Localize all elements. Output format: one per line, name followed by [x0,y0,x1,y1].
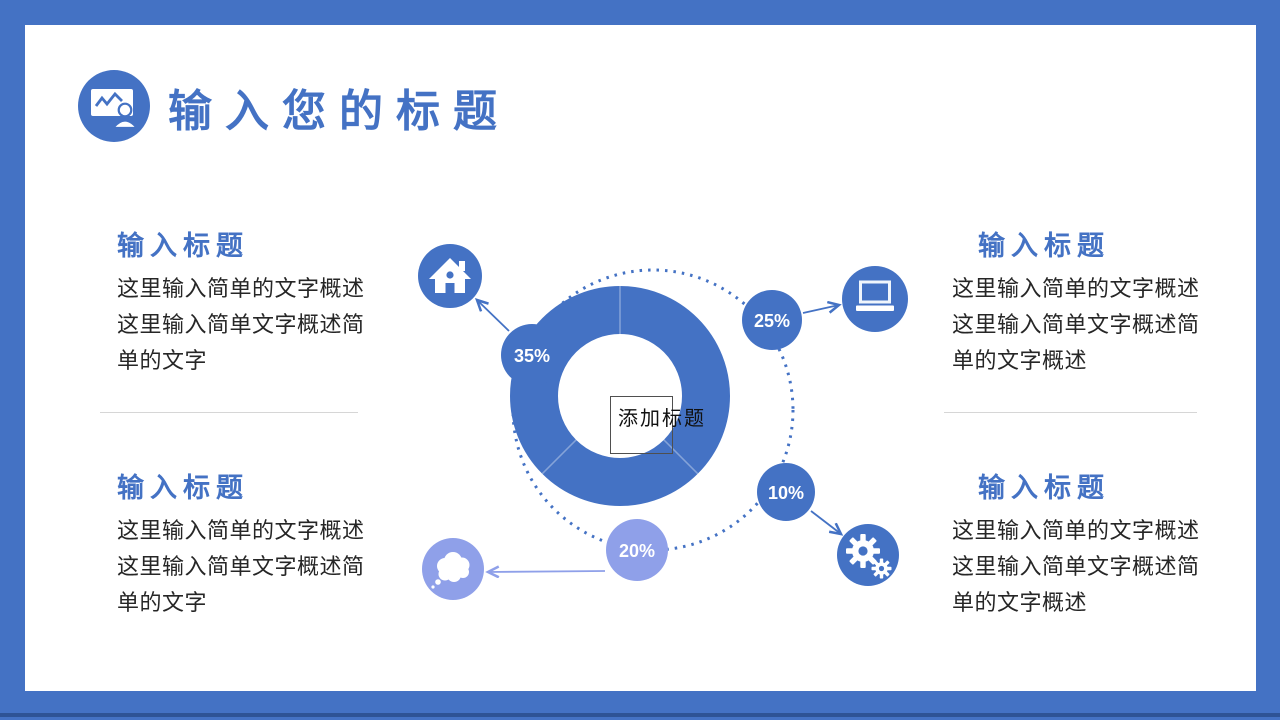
block-heading: 输入标题 [117,231,249,261]
donut-center-label: 添加标题 [618,408,706,430]
block-heading: 输入标题 [117,473,249,503]
text-block-top-right: 输入标题 这里输入简单的文字概述 这里输入简单文字概述简 单的文字概述 [952,227,1237,379]
segment-bubble-35 [501,324,563,386]
segment-bubble-25 [742,290,802,350]
arrow-to-home [477,300,510,332]
thought-bubble-icon [422,538,484,600]
text-block-top-left: 输入标题 这里输入简单的文字概述 这里输入简单文字概述简 单的文字 [117,227,402,379]
gear-icon [837,524,899,586]
block-body: 这里输入简单的文字概述 这里输入简单文字概述简 单的文字概述 [952,276,1200,373]
frame-bottom-accent [0,713,1280,717]
right-divider [944,412,1197,413]
donut-ring [510,286,730,506]
page-title: 输入您的标题 [168,87,510,136]
segment-label-25: 25% [754,311,790,331]
donut-infographic: 35% 25% 10% 20% [418,244,908,600]
donut-center-textbox: 添加标题 [610,396,706,454]
block-body: 这里输入简单的文字概述 这里输入简单文字概述简 单的文字概述 [952,518,1200,615]
segment-bubble-20 [606,519,668,581]
home-icon [418,244,482,308]
presentation-chart-icon [78,70,150,142]
dotted-orbit-circle [511,268,795,552]
text-block-bottom-right: 输入标题 这里输入简单的文字概述 这里输入简单文字概述简 单的文字概述 [952,469,1237,621]
segment-label-10: 10% [768,483,804,503]
laptop-icon [842,266,908,332]
left-divider [100,412,358,413]
donut-segment-separators [541,286,699,475]
segment-label-35: 35% [514,346,550,366]
slide-canvas: 输入您的标题 输入标题 这里输入简单的文字概述 这里输入简单文字概述简 单的文字… [25,25,1256,691]
block-body: 这里输入简单的文字概述 这里输入简单文字概述简 单的文字 [117,276,365,373]
segment-label-20: 20% [619,541,655,561]
block-body: 这里输入简单的文字概述 这里输入简单文字概述简 单的文字 [117,518,365,615]
block-heading: 输入标题 [978,231,1110,261]
segment-bubble-10 [757,463,815,521]
arrow-to-gear [810,510,841,534]
arrow-to-laptop [802,305,839,314]
block-heading: 输入标题 [978,473,1110,503]
arrow-to-thought-bubble [488,571,606,572]
text-block-bottom-left: 输入标题 这里输入简单的文字概述 这里输入简单文字概述简 单的文字 [117,469,402,621]
